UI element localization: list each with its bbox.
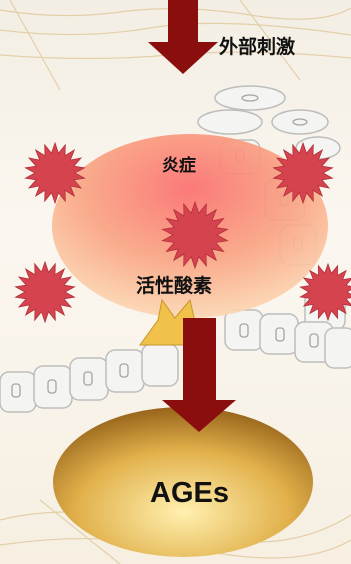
starburst-icon bbox=[272, 141, 334, 205]
starburst-icon bbox=[14, 260, 76, 324]
down-arrow-icon bbox=[162, 318, 236, 432]
reactive-oxygen-label: 活性酸素 bbox=[136, 275, 213, 297]
external-stimulus-label: 外部刺激 bbox=[219, 36, 296, 58]
inflammation-label: 炎症 bbox=[162, 156, 196, 176]
ages-label: AGEs bbox=[150, 477, 229, 509]
down-arrow-icon bbox=[148, 0, 218, 74]
starburst-icon bbox=[24, 141, 86, 205]
starburst-icon bbox=[161, 200, 229, 270]
ages-blob bbox=[53, 407, 313, 557]
starburst-icon bbox=[299, 262, 351, 322]
starburst-icon bbox=[14, 141, 351, 324]
